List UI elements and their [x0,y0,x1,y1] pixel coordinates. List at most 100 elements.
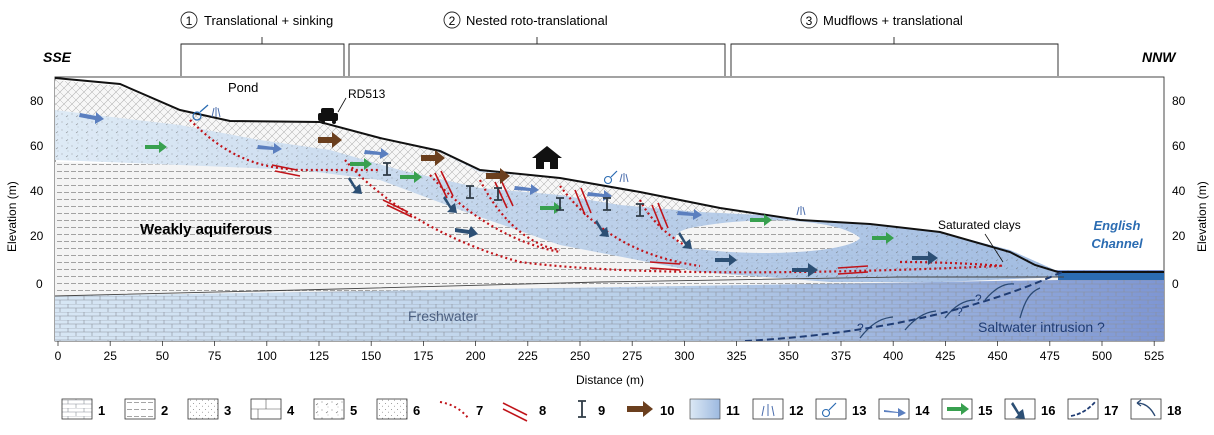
x-tick-label: 500 [1092,349,1112,363]
legend-number-12: 12 [789,403,803,418]
x-tick-label: 25 [104,349,118,363]
y-tick-right-0: 0 [1172,277,1179,291]
cross-section-body [55,77,1164,341]
car-icon [318,108,338,124]
y-tick-20: 20 [30,229,44,243]
x-tick-label: 475 [1040,349,1060,363]
x-axis-title: Distance (m) [576,373,644,387]
legend-number-5: 5 [350,403,357,418]
house-icon [532,146,562,169]
vertical-drainage-symbols [383,162,644,217]
x-tick-label: 225 [518,349,538,363]
legend-symbol-7 [439,401,469,419]
mass-movement-arrows [318,132,510,184]
legend-number-8: 8 [539,403,546,418]
orientation-right: NNW [1142,49,1177,65]
y-tick-40: 40 [30,184,44,198]
legend-symbol-9 [578,400,586,418]
legend-number-11: 11 [726,403,740,418]
x-tick-label: 75 [208,349,222,363]
x-tick-label: 425 [935,349,955,363]
legend-number-16: 16 [1041,403,1055,418]
x-tick-label: 150 [361,349,381,363]
shear-arrows [271,164,869,275]
legend-symbol-6 [376,398,408,420]
legend-number-7: 7 [476,403,483,418]
x-tick-label: 100 [257,349,277,363]
legend-symbol-11 [689,398,721,420]
legend-symbol-2 [124,398,156,420]
legend-symbol-10 [627,401,653,417]
infiltration-arrows [79,112,702,220]
legend-symbol-5 [313,398,345,420]
zone-3-label: Mudflows + translational [823,13,963,28]
legend-number-3: 3 [224,403,231,418]
legend-number-15: 15 [978,403,992,418]
y-axis-title-left: Elevation (m) [5,181,19,252]
y-axis-left: 80 60 40 20 0 [30,94,44,291]
x-tick-label: 50 [156,349,170,363]
x-tick-label: 0 [55,349,62,363]
saturated-clays-label: Saturated clays [938,218,1021,232]
orientation-left: SSE [43,49,72,65]
saltwater-intrusion-arrows [859,283,1041,339]
zone-1-marker [180,11,198,29]
legend-number-2: 2 [161,403,168,418]
sea-label-line1: English [1094,218,1141,233]
legend-number-6: 6 [413,403,420,418]
pond-label: Pond [228,80,258,95]
x-tick-label: 350 [779,349,799,363]
legend-symbol-1 [61,398,93,420]
x-tick-label: 525 [1144,349,1164,363]
zone-1-label: Translational + sinking [204,13,333,28]
zone-brackets [180,37,1059,76]
y-tick-right-40: 40 [1172,184,1186,198]
zone-3-number: 3 [806,14,813,28]
legend-number-18: 18 [1167,403,1181,418]
zone-1-number: 1 [186,14,193,28]
unsaturated-texture [55,80,780,216]
zone-2-label: Nested roto-translational [466,13,608,28]
x-tick-label: 275 [622,349,642,363]
x-tick-label: 250 [570,349,590,363]
legend-symbol-12 [752,398,784,420]
aquifer-label: Weakly aquiferous [140,221,272,238]
sea-surface [1058,272,1164,280]
legend: 1 2 3 4 5 6 7 8 9 10 11 12 13 14 15 16 1… [61,398,1181,422]
pond-symbol [192,104,221,121]
x-tick-label: 300 [674,349,694,363]
x-tick-label: 400 [883,349,903,363]
vegetation-symbol [796,206,806,216]
saturated-leader-line [984,233,1004,263]
zone-labels: 1 Translational + sinking 2 Nested roto-… [180,11,963,29]
y-tick-0: 0 [36,277,43,291]
legend-number-4: 4 [287,403,295,418]
legend-symbol-17 [1067,398,1099,420]
y-tick-right-80: 80 [1172,94,1186,108]
legend-number-14: 14 [915,403,930,418]
x-tick-label: 200 [466,349,486,363]
x-tick-label: 125 [309,349,329,363]
legend-symbol-18 [1130,398,1162,420]
legend-number-10: 10 [660,403,674,418]
x-tick-label: 450 [988,349,1008,363]
y-tick-right-60: 60 [1172,139,1186,153]
spring-symbol [603,170,629,185]
x-tick-label: 175 [413,349,433,363]
zone-2-marker [443,11,461,29]
legend-symbol-8 [502,402,528,422]
freshwater-label: Freshwater [408,308,478,324]
saltwater-interface [744,271,1063,341]
lateral-flow-arrows [145,141,894,244]
y-tick-right-20: 20 [1172,229,1186,243]
question-mark-2: ? [956,305,963,319]
zone-2-number: 2 [449,14,456,28]
legend-symbol-3 [187,398,219,420]
y-tick-60: 60 [30,139,44,153]
y-axis-title-right: Elevation (m) [1195,181,1209,252]
question-mark-1: ? [857,321,864,335]
legend-number-17: 17 [1104,403,1118,418]
legend-symbol-15 [941,398,973,420]
